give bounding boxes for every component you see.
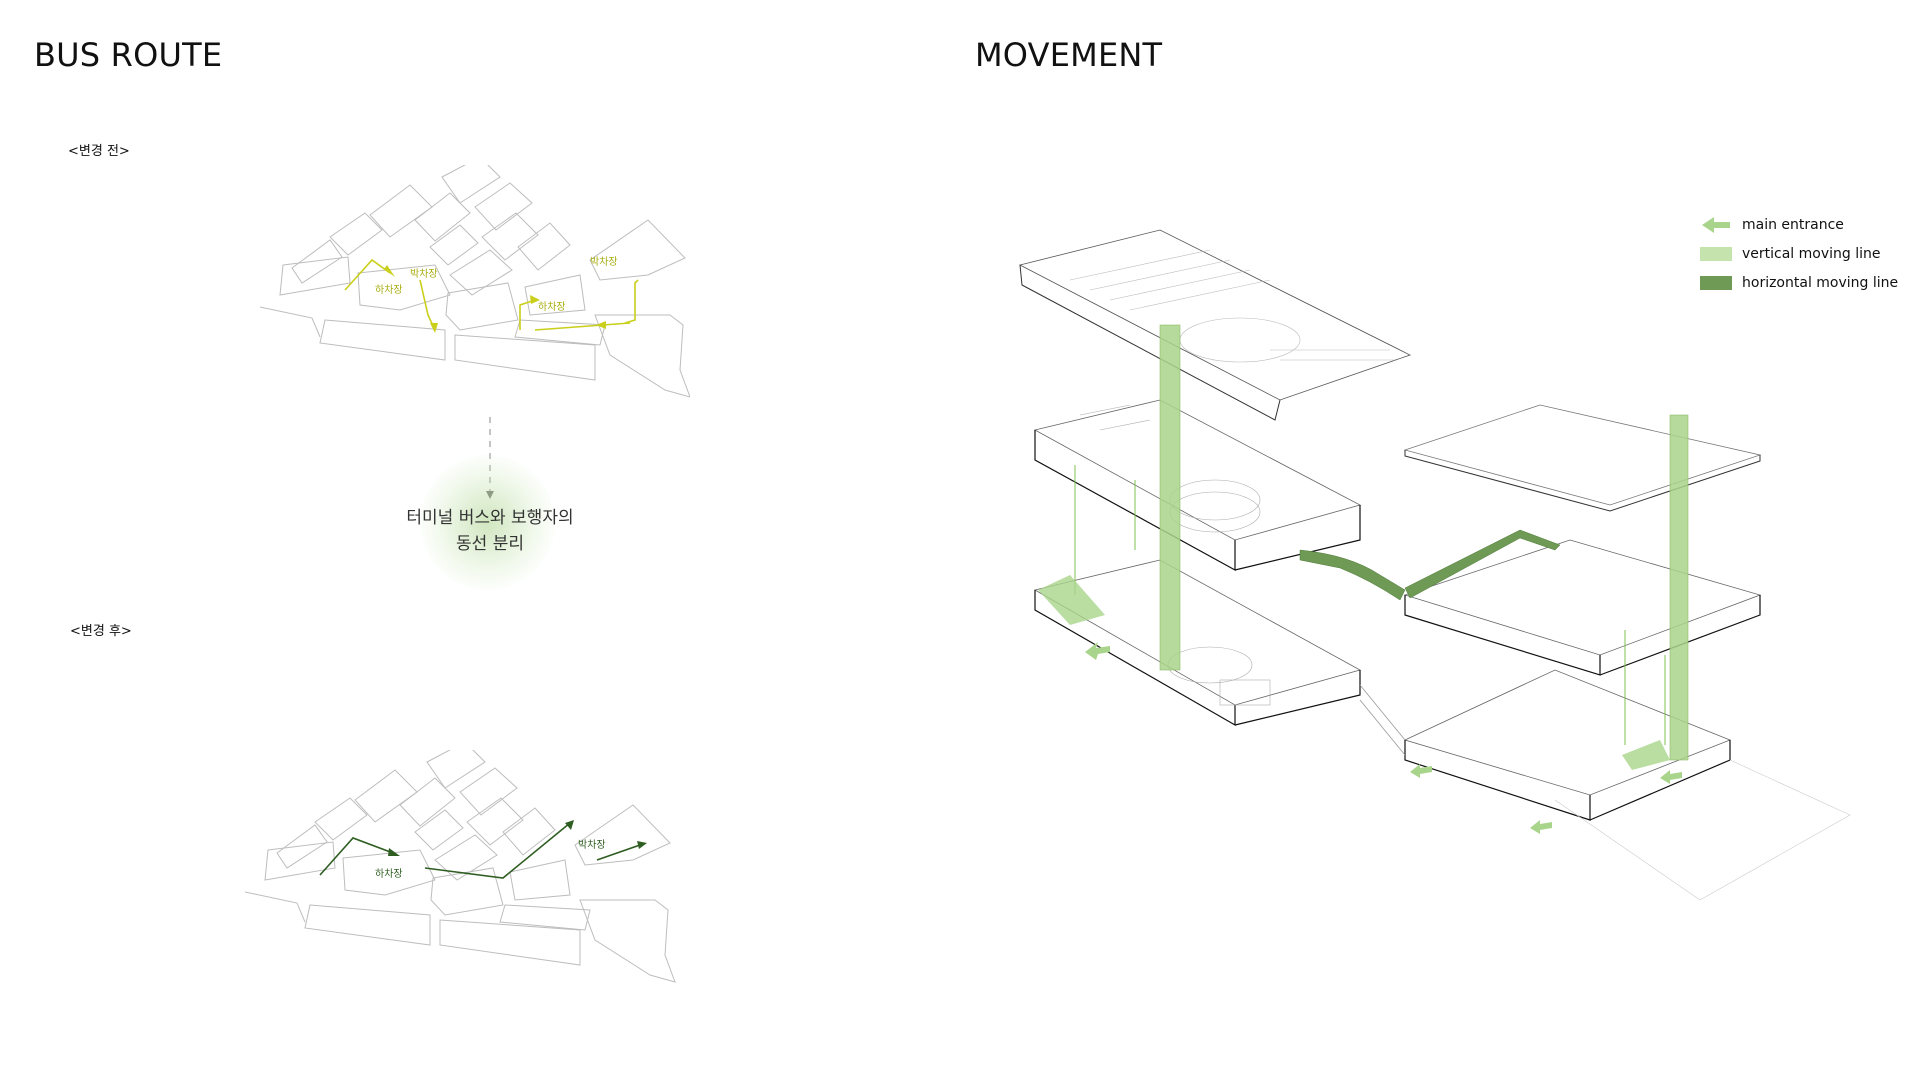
middle-floor-right bbox=[1403, 539, 1762, 656]
legend: main entrance vertical moving line horiz… bbox=[1700, 210, 1898, 297]
legend-vertical-line: vertical moving line bbox=[1700, 239, 1898, 268]
separation-note: 터미널 버스와 보행자의 동선 분리 bbox=[390, 505, 590, 557]
legend-horizontal-line: horizontal moving line bbox=[1700, 268, 1898, 297]
entrance-arrow-3 bbox=[1530, 820, 1552, 834]
swatch-icon bbox=[1700, 246, 1732, 261]
note-glow bbox=[420, 455, 555, 590]
after-site-map: 하차장 박차장 bbox=[245, 750, 676, 983]
lower-floor-left bbox=[1033, 559, 1362, 706]
swatch-icon bbox=[1700, 275, 1732, 290]
legend-main-entrance: main entrance bbox=[1700, 210, 1898, 239]
arrow-icon bbox=[1702, 216, 1730, 233]
before-tag-3: 하차장 bbox=[538, 300, 566, 313]
after-label: <변경 후> bbox=[70, 624, 132, 639]
entrance-arrow-4 bbox=[1660, 770, 1682, 784]
before-tag-2: 하차장 bbox=[375, 283, 403, 296]
bus-route-heading: BUS ROUTE bbox=[34, 36, 223, 74]
horizontal-bridge-1 bbox=[1299, 549, 1406, 601]
before-tag-4: 박차장 bbox=[590, 256, 618, 268]
vertical-core-right bbox=[1669, 414, 1689, 761]
note-line-1: 터미널 버스와 보행자의 bbox=[406, 508, 574, 528]
legend-label-vertical: vertical moving line bbox=[1742, 245, 1881, 262]
before-label: <변경 전> bbox=[68, 144, 130, 159]
legend-label-horizontal: horizontal moving line bbox=[1742, 274, 1899, 291]
legend-label-main-entrance: main entrance bbox=[1742, 216, 1844, 233]
note-line-2: 동선 분리 bbox=[456, 534, 524, 554]
entrance-arrow-2 bbox=[1410, 764, 1432, 778]
exploded-axonometric-diagram bbox=[1018, 229, 1851, 900]
entrance-arrow-1 bbox=[1085, 642, 1110, 660]
before-site-map: 박차장 하차장 하차장 박차장 bbox=[259, 165, 690, 398]
horizontal-bridge-2 bbox=[1404, 529, 1561, 599]
roof-slab-left bbox=[1018, 229, 1412, 401]
before-tag-1: 박차장 bbox=[410, 268, 438, 280]
vertical-core-left bbox=[1159, 324, 1181, 671]
movement-heading: MOVEMENT bbox=[975, 36, 1163, 74]
after-tag-1: 하차장 bbox=[375, 867, 403, 880]
after-tag-2: 박차장 bbox=[578, 839, 606, 851]
roof-slab-right bbox=[1403, 404, 1762, 506]
upper-floor-left bbox=[1033, 399, 1362, 541]
